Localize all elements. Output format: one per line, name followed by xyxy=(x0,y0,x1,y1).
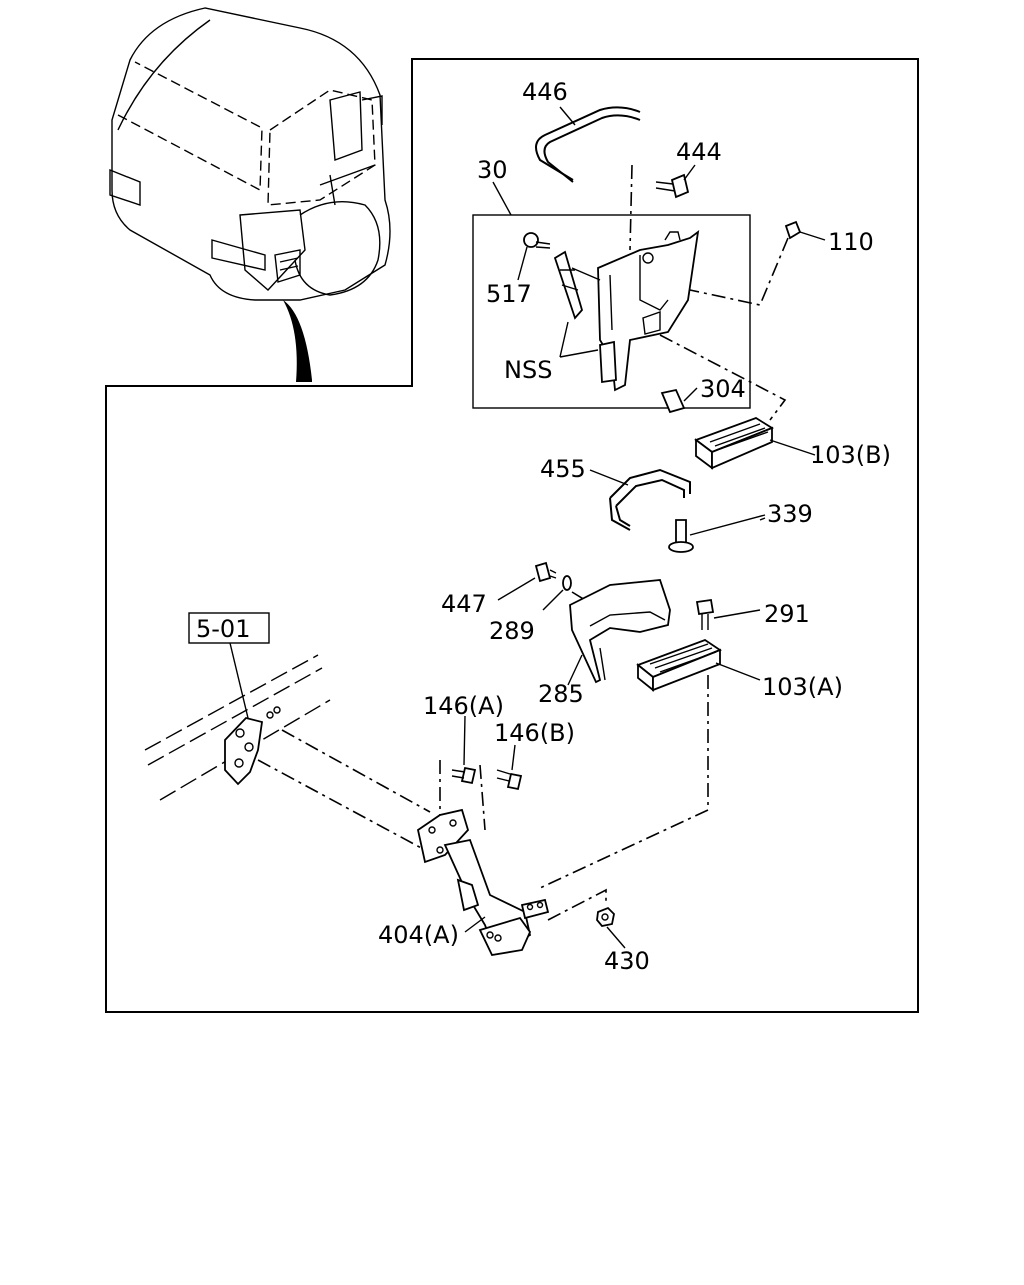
sub-assembly-30-box xyxy=(472,214,751,409)
part-404a-step-bracket xyxy=(416,808,550,956)
callout-404a: 404(A) xyxy=(378,921,459,949)
callout-nss: NSS xyxy=(504,356,552,384)
callout-5-01: 5-01 xyxy=(196,615,250,643)
callout-146b: 146(B) xyxy=(494,719,575,747)
callout-146a: 146(A) xyxy=(423,692,504,720)
callout-447: 447 xyxy=(441,590,487,618)
callout-291: 291 xyxy=(764,600,810,628)
callout-110: 110 xyxy=(828,228,874,256)
part-110-screw xyxy=(784,220,826,241)
part-285-bracket xyxy=(569,579,671,684)
part-517-bolt xyxy=(523,232,551,249)
reference-box-5-01 xyxy=(188,612,270,644)
part-304-clip xyxy=(660,387,698,414)
part-289-washer xyxy=(542,575,572,611)
callout-103b: 103(B) xyxy=(810,441,891,469)
callout-304: 304 xyxy=(700,375,746,403)
callout-289: 289 xyxy=(489,617,535,645)
part-455-bracket xyxy=(609,468,691,531)
truck-cab-overview xyxy=(109,7,391,382)
callout-455: 455 xyxy=(540,455,586,483)
part-430-nut xyxy=(596,906,626,949)
part-146b-bolt xyxy=(496,744,523,791)
callout-430: 430 xyxy=(604,947,650,975)
callout-339: 339 xyxy=(767,500,813,528)
callout-517: 517 xyxy=(486,280,532,308)
chassis-frame-rail xyxy=(144,654,331,801)
part-447-bolt xyxy=(497,561,557,601)
callout-444: 444 xyxy=(676,138,722,166)
part-339-pin xyxy=(668,514,766,553)
diagram-frame xyxy=(105,58,919,1013)
part-444-bolt xyxy=(655,164,696,199)
callout-446: 446 xyxy=(522,78,568,106)
callout-285: 285 xyxy=(538,680,584,708)
callout-103a: 103(A) xyxy=(762,673,843,701)
part-103b-step-pad xyxy=(694,417,774,470)
callout-30: 30 xyxy=(477,156,508,184)
part-446-rod xyxy=(535,106,641,181)
bracket-assembly xyxy=(553,229,700,392)
part-291-bolt xyxy=(695,598,761,630)
part-103a-step-pad xyxy=(636,638,722,692)
part-146a-bolt xyxy=(451,715,477,785)
